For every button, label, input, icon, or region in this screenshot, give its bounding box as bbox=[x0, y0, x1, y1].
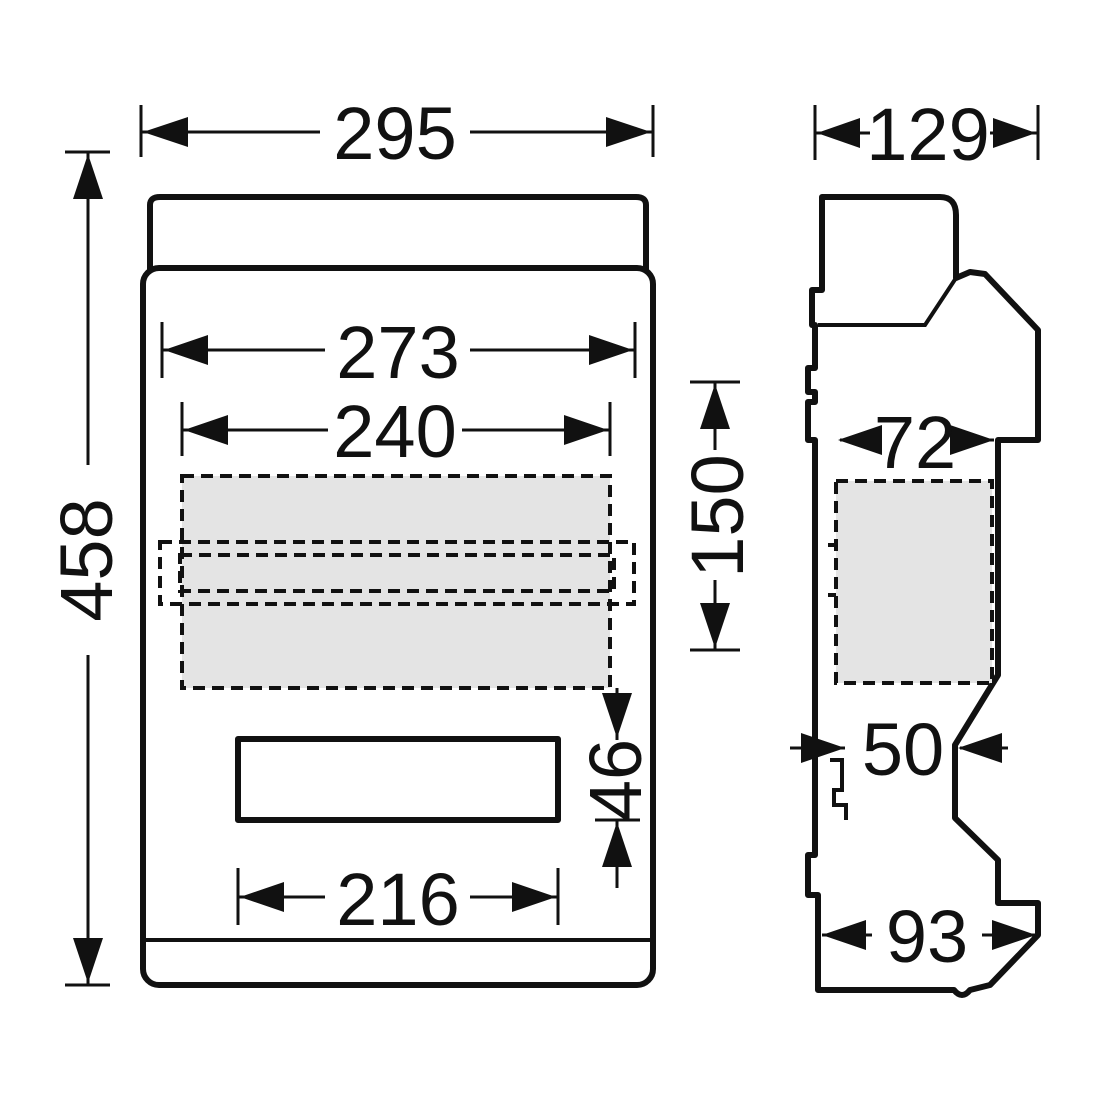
arrow-46-bottom bbox=[602, 822, 632, 867]
front-top-cover bbox=[147, 194, 649, 270]
arrow-273-right bbox=[589, 335, 633, 365]
arrow-216-right bbox=[512, 882, 556, 912]
arrow-72-right bbox=[950, 425, 994, 455]
arrow-458-bottom bbox=[73, 938, 103, 983]
arrow-273-left bbox=[164, 335, 208, 365]
arrow-93-left bbox=[822, 920, 866, 950]
front-body bbox=[140, 265, 656, 988]
dim-46: 46 bbox=[574, 739, 657, 821]
arrow-150-bottom bbox=[700, 603, 730, 648]
arrow-240-right bbox=[564, 415, 608, 445]
label-window bbox=[235, 736, 561, 823]
arrow-240-left bbox=[184, 415, 228, 445]
dim-295: 295 bbox=[333, 92, 456, 175]
side-module-area bbox=[834, 479, 994, 685]
dim-240: 240 bbox=[333, 390, 456, 473]
side-outline bbox=[805, 194, 1041, 998]
arrow-295-right bbox=[606, 117, 651, 147]
dim-72: 72 bbox=[874, 401, 956, 484]
arrow-216-left bbox=[240, 882, 284, 912]
arrow-93-right bbox=[992, 920, 1036, 950]
front-dimensions: 295 458 273 240 46 bbox=[45, 92, 759, 987]
dim-273: 273 bbox=[336, 311, 459, 394]
arrow-129-left bbox=[817, 118, 860, 148]
module-area-top bbox=[180, 474, 612, 690]
arrow-46-top bbox=[602, 693, 632, 738]
din-rail-outline bbox=[158, 540, 636, 606]
arrow-150-top bbox=[700, 384, 730, 429]
dim-150: 150 bbox=[676, 454, 759, 577]
side-lid-step bbox=[818, 276, 958, 327]
front-view bbox=[140, 194, 656, 988]
arrow-458-top bbox=[73, 154, 103, 199]
dim-216: 216 bbox=[336, 858, 459, 941]
arrow-50-left bbox=[801, 733, 845, 763]
arrow-50-right bbox=[958, 733, 1002, 763]
dim-129: 129 bbox=[866, 93, 989, 176]
dim-458: 458 bbox=[45, 498, 128, 621]
dim-93: 93 bbox=[886, 895, 968, 978]
arrow-72-left bbox=[838, 425, 882, 455]
arrow-295-left bbox=[143, 117, 188, 147]
dim-50: 50 bbox=[862, 708, 944, 791]
side-dimensions: 129 72 50 93 bbox=[790, 93, 1040, 978]
din-rail-inner bbox=[178, 553, 616, 593]
arrow-129-right bbox=[993, 118, 1036, 148]
side-view bbox=[805, 194, 1041, 998]
